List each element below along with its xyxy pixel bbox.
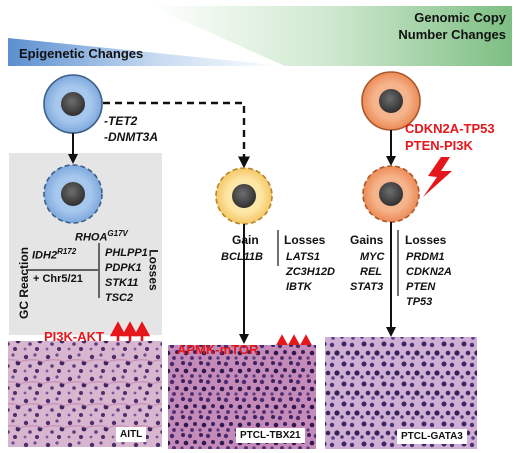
gc-loss-gene-4: TSC2 — [105, 292, 134, 304]
genomic-changes-label-line2: Number Changes — [398, 27, 506, 42]
gata3-loss-gene-4: TP53 — [406, 296, 433, 308]
genomic-gradient-wedge — [150, 6, 512, 66]
idh2-gene: IDH2 — [32, 249, 58, 262]
gc-losses-title: Losses — [146, 249, 161, 291]
dnmt3a-label: -DNMT3A — [104, 130, 158, 144]
aitl-image-label: AITL — [116, 427, 147, 442]
idh2-variant: R172 — [57, 247, 77, 256]
gc-loss-gene-3: STK11 — [105, 277, 139, 289]
rhoa-label: RHOAG17V — [75, 227, 128, 245]
idh2-label: IDH2R172 — [32, 245, 76, 263]
gc-loss-gene-1: PHLPP1 — [105, 247, 148, 259]
gata3-alteration-2: PTEN-PI3K — [405, 138, 473, 153]
lightning-bolt-icon — [423, 157, 452, 197]
tet2-label: -TET2 — [104, 114, 138, 128]
gata3-loss-gene-2: CDKN2A — [406, 266, 452, 278]
tbx21-losses-title: Losses — [284, 233, 326, 247]
genomic-changes-label-line1: Genomic Copy — [414, 10, 506, 25]
gc-loss-gene-2: PDPK1 — [105, 262, 142, 274]
tbx21-gain-title: Gain — [232, 233, 259, 247]
gata3-progenitor-cell — [361, 71, 421, 131]
tbx21-gain-gene-1: BCL11B — [221, 251, 263, 263]
epigenetic-changes-label: Epigenetic Changes — [19, 46, 144, 61]
gata3-loss-gene-3: PTEN — [406, 281, 436, 293]
dashed-arrow-to-tbx21 — [103, 101, 250, 169]
gata3-losses-title: Losses — [405, 233, 447, 247]
rhoa-variant: G17V — [107, 229, 128, 238]
ptcl-tbx21-image-label: PTCL-TBX21 — [236, 428, 305, 443]
apmk-mtor-label: APMK-mTOR — [177, 342, 259, 357]
tbx21-cell — [215, 167, 273, 225]
gc-reaction-title: GC Reaction — [17, 246, 32, 320]
gata3-gain-gene-1: MYC — [360, 251, 385, 263]
pi3k-akt-label: PI3K-AKT — [44, 329, 104, 344]
chr-gain-label: + Chr5/21 — [33, 273, 83, 285]
pi3k-akt-up-arrows — [109, 321, 151, 350]
gata3-gain-gene-2: REL — [360, 266, 382, 278]
epigenetic-gradient-wedge — [8, 38, 285, 66]
stem-cell — [43, 74, 103, 134]
tbx21-loss-gene-1: LATS1 — [286, 251, 321, 263]
tbx21-loss-gene-2: ZC3H12D — [286, 266, 335, 278]
gc-cell — [43, 164, 103, 224]
gata3-alteration-1: CDKN2A-TP53 — [405, 121, 495, 136]
gata3-gains-title: Gains — [350, 233, 384, 247]
gata3-cell — [362, 165, 420, 223]
ptcl-gata3-image-label: PTCL-GATA3 — [397, 429, 467, 444]
rhoa-gene: RHOA — [75, 231, 108, 244]
gata3-loss-gene-1: PRDM1 — [406, 251, 445, 263]
tbx21-loss-gene-3: IBTK — [286, 281, 312, 293]
gata3-gain-gene-3: STAT3 — [350, 281, 384, 293]
